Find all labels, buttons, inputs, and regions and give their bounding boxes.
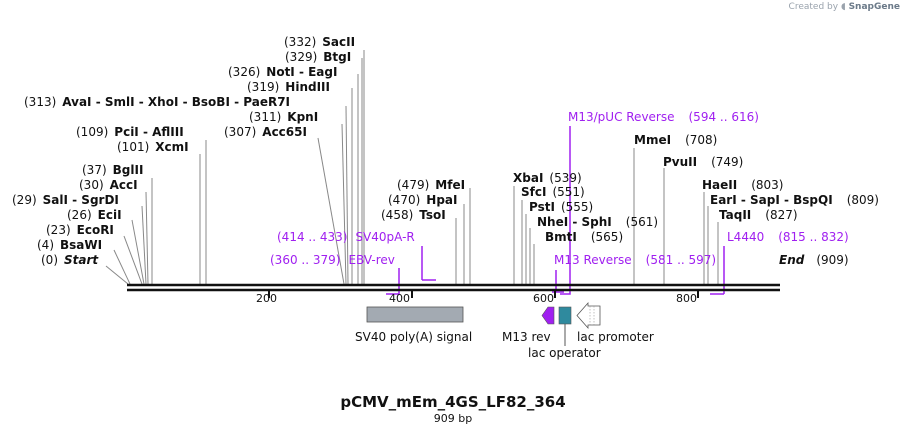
site-label[interactable]: (4)BsaWI: [37, 238, 102, 252]
tick-label-200: 200: [256, 292, 277, 305]
site-line-start: [105, 265, 129, 285]
primer-label[interactable]: (414 .. 433)SV40pA-R: [277, 230, 415, 244]
watermark-brand: SnapGene: [848, 2, 900, 12]
plasmid-length: 909 bp: [433, 412, 473, 425]
tick-label-600: 600: [533, 292, 554, 305]
site-label[interactable]: (307)Acc65I: [224, 125, 307, 139]
site-label[interactable]: (470)HpaI: [388, 193, 457, 207]
site-line-ecii: [131, 219, 145, 285]
site-lines: [105, 50, 719, 285]
primer-label[interactable]: (360 .. 379)EBV-rev: [270, 253, 395, 267]
site-label[interactable]: HaeII(803): [702, 178, 784, 192]
site-label[interactable]: PstI(555): [529, 200, 593, 214]
tick-label-400: 400: [389, 292, 410, 305]
feature-label-lac-operator: lac operator: [528, 346, 601, 360]
site-label[interactable]: (23)EcoRI: [46, 223, 114, 237]
backbone: [127, 283, 780, 292]
site-label[interactable]: TaqII(827): [719, 208, 798, 222]
plasmid-name: pCMV_mEm_4GS_LF82_364: [340, 393, 566, 411]
site-label[interactable]: (311)KpnI: [249, 110, 318, 124]
site-label[interactable]: (479)MfeI: [397, 178, 465, 192]
site-label[interactable]: (37)BglII: [82, 163, 143, 177]
site-label[interactable]: (329)BtgI: [285, 50, 351, 64]
site-label[interactable]: MmeI(708): [634, 133, 717, 147]
primer-label[interactable]: L4440(815 .. 832): [727, 230, 849, 244]
feature-label-m13-rev: M13 rev: [502, 330, 551, 344]
primer-label[interactable]: M13 Reverse(581 .. 597): [554, 253, 716, 267]
site-line-acc65i: [317, 137, 345, 285]
site-label[interactable]: (313)AvaI - SmlI - XhoI - BsoBI - PaeR7I: [24, 95, 290, 109]
site-label[interactable]: NheI - SphI(561): [537, 215, 658, 229]
start-label: (0)Start: [41, 253, 99, 267]
site-line-avai: [345, 105, 349, 285]
primer-label[interactable]: M13/pUC Reverse(594 .. 616): [568, 110, 759, 124]
site-line-bsawi: [113, 249, 131, 285]
lac-operator-feature[interactable]: [558, 306, 572, 325]
end-label: End(909): [779, 253, 849, 267]
site-label[interactable]: BmtI(565): [545, 230, 623, 244]
site-label[interactable]: (319)HindIII: [247, 80, 330, 94]
feature-label-sv40-polya: SV40 poly(A) signal: [355, 330, 472, 344]
site-label[interactable]: (109)PciI - AflIII: [76, 125, 184, 139]
site-label[interactable]: (29)SalI - SgrDI: [12, 193, 119, 207]
snapgene-watermark: Created by ◖ SnapGene: [789, 2, 900, 12]
site-label[interactable]: (30)AccI: [79, 178, 138, 192]
sv40-polya-feature[interactable]: [366, 306, 464, 323]
site-label[interactable]: XbaI(539): [513, 171, 582, 185]
site-line-acci: [145, 191, 149, 285]
m13-rev-feature[interactable]: [541, 306, 555, 325]
site-label[interactable]: (332)SacII: [284, 35, 355, 49]
watermark-prefix: Created by: [788, 2, 839, 12]
features: SV40 poly(A) signal M13 rev lac operator…: [355, 301, 654, 360]
site-labels: (332)SacII (329)BtgI (326)NotI - EagI (3…: [12, 35, 879, 267]
primer-labels: M13/pUC Reverse(594 .. 616) (414 .. 433)…: [270, 110, 849, 267]
site-line-sali: [141, 205, 147, 285]
lac-promoter-feature[interactable]: [576, 301, 601, 330]
site-label[interactable]: (458)TsoI: [381, 208, 446, 222]
feature-label-lac-promoter: lac promoter: [577, 330, 654, 344]
site-label[interactable]: EarI - SapI - BspQI(809): [710, 193, 879, 207]
site-line-ecori: [123, 235, 143, 285]
site-label[interactable]: PvuII(749): [663, 155, 743, 169]
site-label[interactable]: (326)NotI - EagI: [228, 65, 337, 79]
tick-label-800: 800: [676, 292, 697, 305]
site-label[interactable]: (26)EciI: [67, 208, 122, 222]
site-label[interactable]: (101)XcmI: [117, 140, 189, 154]
site-line-kpni: [341, 123, 347, 285]
ruler-ticks: 200 400 600 800: [256, 290, 699, 305]
snapgene-logo-icon: ◖: [840, 2, 846, 12]
site-label[interactable]: SfcI(551): [521, 185, 585, 199]
